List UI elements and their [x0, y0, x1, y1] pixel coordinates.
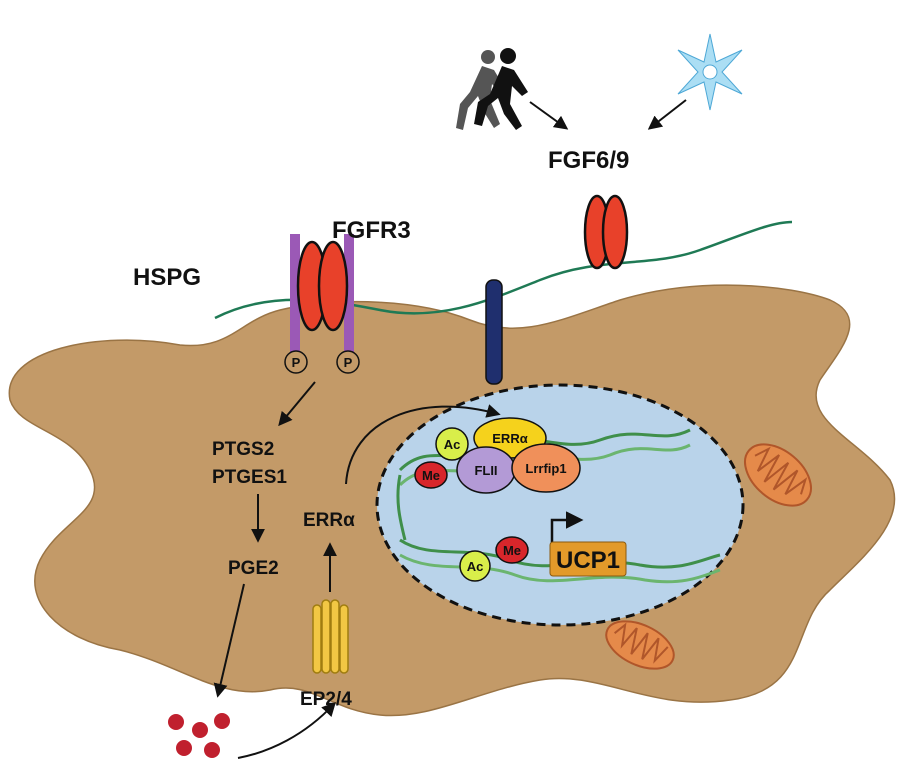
me-upper [414, 461, 448, 489]
mitochondrion-icon [744, 443, 812, 507]
ligand-label: FGF6/9 [548, 147, 629, 174]
arrow-cold-to-fgf [647, 99, 687, 130]
ucp1-label: UCP1 [556, 547, 620, 574]
me-lower [495, 536, 529, 564]
hspg-label: HSPG [133, 264, 201, 291]
lrrfip1-blob [511, 443, 581, 493]
arrow-pge2-out [213, 583, 245, 698]
ac-lower-label: Ac [467, 559, 484, 574]
arrow-runners-to-fgf [529, 101, 569, 130]
arrow-receptor-to-ptgs2 [278, 381, 316, 427]
erra-nuc-label: ERRα [492, 431, 527, 446]
runners-icon [456, 48, 528, 130]
pge2-label: PGE2 [228, 558, 279, 579]
mitochondrion-icon [605, 620, 675, 670]
flii-label: FLII [474, 463, 497, 478]
ep-receptor [312, 599, 349, 674]
lrrfip1-label: Lrrfip1 [525, 461, 566, 476]
arrow-dots-to-ep [237, 701, 336, 759]
phospho-right-label: P [344, 355, 353, 370]
ac-lower [459, 550, 491, 582]
phospho-right [336, 350, 360, 374]
hspg-bar-left [290, 234, 300, 352]
ucp1-box [549, 541, 627, 577]
phospho-left-label: P [292, 355, 301, 370]
phospho-left [284, 350, 308, 374]
me-lower-label: Me [503, 543, 521, 558]
receptor-label: FGFR3 [332, 217, 411, 244]
navy-receptor [485, 279, 503, 385]
transcription-start-arrow [550, 511, 584, 545]
ptges1-label: PTGES1 [212, 467, 287, 488]
nucleus [375, 383, 745, 627]
erra-cyto-label: ERRα [303, 510, 355, 531]
ep-label: EP2/4 [300, 689, 352, 710]
arrow-erra-to-nucleus [345, 404, 501, 485]
ptgs2-label: PTGS2 [212, 439, 274, 460]
ac-upper [435, 427, 469, 461]
fgf-receptor-right [601, 194, 629, 270]
snowflake-icon [677, 33, 743, 111]
hspg-bar-right [344, 234, 354, 352]
prostaglandin-dots [168, 713, 230, 758]
me-upper-label: Me [422, 468, 440, 483]
ac-upper-label: Ac [444, 437, 461, 452]
fgfr3-receptor-right [317, 240, 349, 332]
